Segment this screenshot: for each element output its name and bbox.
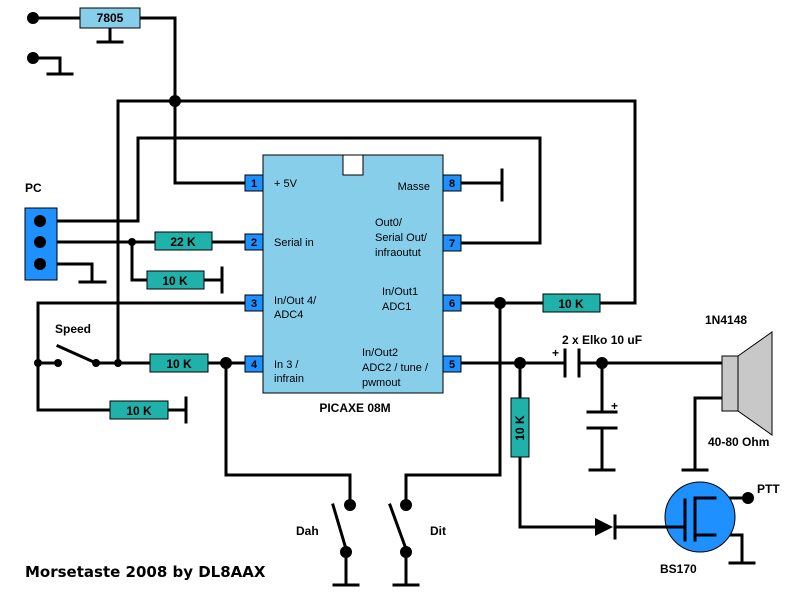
junction — [220, 357, 232, 369]
pin-8 — [442, 174, 462, 192]
speed-switch — [54, 344, 100, 367]
resistor-serial-pulldown — [146, 270, 205, 290]
ptt-label: PTT — [757, 482, 780, 496]
junction — [27, 12, 39, 24]
speaker — [721, 355, 739, 412]
junction — [742, 492, 754, 504]
pin-5-number: 5 — [449, 359, 455, 371]
pin-4 — [244, 355, 264, 373]
picaxe-chip — [262, 154, 444, 394]
junction — [514, 357, 526, 369]
page-title: Morsetaste 2008 by DL8AAX — [25, 563, 266, 581]
resistor-pin6 — [542, 293, 601, 313]
pin-3-label-2: ADC4 — [274, 309, 303, 321]
diode-label: 1N4148 — [705, 313, 747, 327]
resistor-serial-22k-label: 22 K — [170, 235, 196, 249]
dit-label: Dit — [430, 524, 446, 538]
junction — [128, 238, 136, 246]
pin-8-number: 8 — [449, 178, 455, 190]
speaker-ohm-label: 40-80 Ohm — [708, 435, 769, 449]
fet-bs170 — [664, 481, 736, 553]
resistor-serial-22k — [154, 231, 213, 251]
dit-key — [388, 499, 412, 558]
pin-4-label: In 3 / — [274, 359, 299, 371]
pin-1-number: 1 — [251, 178, 257, 190]
resistor-serial-pulldown-label: 10 K — [162, 274, 188, 288]
pc-connector-pin — [34, 258, 46, 270]
junction — [114, 359, 122, 367]
capacitor-label: 2 x Elko 10 uF — [562, 333, 642, 347]
pin-1-label: + 5V — [274, 178, 298, 190]
pin-4-number: 4 — [251, 359, 258, 371]
fet-internals — [663, 496, 717, 542]
pin-7-number: 7 — [449, 238, 455, 250]
pin-5-label-2: ADC2 / tune / — [362, 362, 429, 374]
pin-1 — [244, 174, 264, 192]
pin-2-number: 2 — [251, 237, 257, 249]
pin-3 — [244, 294, 264, 312]
pc-label: PC — [25, 181, 42, 195]
pin-5-label: In/Out2 — [362, 347, 398, 359]
resistor-ptt — [510, 397, 530, 458]
pin-6-label-2: ADC1 — [382, 301, 411, 313]
pin-7-label-2: Serial Out/ — [375, 232, 428, 244]
pin-7-label-3: infraoutut — [375, 247, 421, 259]
diode — [595, 514, 617, 540]
regulator-label: 7805 — [97, 11, 124, 25]
pin-2 — [244, 233, 264, 251]
resistor-in3-pulldown — [109, 400, 169, 420]
junction — [34, 359, 42, 367]
speaker-cone — [737, 331, 773, 436]
speed-label: Speed — [55, 322, 91, 336]
pin-7-label: Out0/ — [375, 217, 403, 229]
resistor-speed — [149, 353, 209, 373]
pin-4-label-2: infrain — [274, 373, 304, 385]
capacitor-series-plus: + — [552, 346, 559, 360]
dah-label: Dah — [296, 524, 319, 538]
junction — [596, 357, 608, 369]
capacitor-series — [563, 348, 581, 378]
pin-5-label-3: pwmout — [362, 377, 401, 389]
capacitor-shunt-plus: + — [611, 399, 618, 413]
pin-6 — [442, 294, 462, 312]
pin-6-label: In/Out1 — [382, 286, 418, 298]
pin-2-label: Serial in — [274, 237, 314, 249]
pin-7 — [442, 234, 462, 252]
regulator — [79, 7, 141, 29]
chip-name: PICAXE 08M — [319, 401, 390, 415]
pin-6-number: 6 — [449, 298, 455, 310]
pin-5 — [442, 355, 462, 373]
resistor-pin6-label: 10 K — [558, 297, 584, 311]
resistor-in3-pulldown-label: 10 K — [126, 404, 152, 418]
dah-key — [331, 499, 356, 558]
pin-8-label: Masse — [398, 181, 430, 193]
chip-notch — [342, 154, 364, 176]
pc-connector-pin — [34, 236, 46, 248]
capacitor-shunt — [586, 410, 618, 430]
pin-3-number: 3 — [251, 298, 257, 310]
junction — [169, 95, 181, 107]
pin-3-label: In/Out 4/ — [274, 295, 317, 307]
pc-connector-pin — [34, 215, 46, 227]
junctions — [27, 12, 754, 504]
resistor-speed-label: 10 K — [166, 357, 192, 371]
junction — [27, 52, 39, 64]
junction — [494, 297, 506, 309]
resistor-ptt-label: 10 K — [513, 415, 527, 441]
fet-label: BS170 — [660, 562, 697, 576]
